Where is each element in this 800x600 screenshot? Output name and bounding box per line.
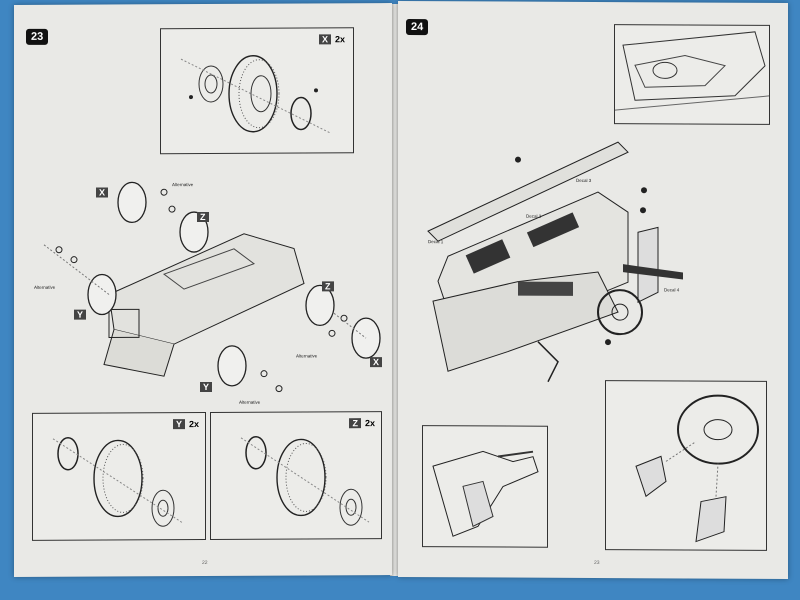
steering-wheel-detail-box xyxy=(605,380,767,551)
wheel-position-marker: Y xyxy=(74,309,90,320)
wheel-position-marker: X xyxy=(370,357,386,368)
decal-label: Decal 1 xyxy=(428,239,444,245)
alternative-label: Alternative xyxy=(296,353,318,359)
step-number: 24 xyxy=(406,19,429,36)
wheel-position-marker: Z xyxy=(322,281,338,292)
alternative-label: Alternative xyxy=(34,284,56,290)
wheel-assembly-drawing xyxy=(180,55,332,134)
page-number: 23 xyxy=(594,560,600,567)
steering-wheel-drawing xyxy=(635,394,759,543)
step-number: 23 xyxy=(26,28,49,45)
cab-seat-drawing xyxy=(432,450,539,537)
cab-interior-drawing xyxy=(615,31,769,111)
cab-interior-reference-box xyxy=(614,24,770,125)
decal-label: Decal 3 xyxy=(576,177,592,183)
instruction-page-right: 24 Decal 1 Decal 2 Decal 3 Decal 4 xyxy=(398,0,788,580)
wheel-assembly-drawing xyxy=(52,436,184,527)
wheel-position-marker: Z xyxy=(197,211,213,223)
dashboard-assembly-drawing xyxy=(427,141,683,383)
page-number: 22 xyxy=(202,559,208,567)
wheel-assembly-drawing xyxy=(240,435,370,526)
decal-label: Decal 2 xyxy=(526,213,542,219)
seat-area-reference-box xyxy=(422,425,548,548)
chassis-assembly-drawing xyxy=(43,181,381,393)
alternative-label: Alternative xyxy=(172,182,194,188)
book-spine xyxy=(390,4,400,576)
decal-label: Decal 4 xyxy=(664,287,680,293)
wheel-position-marker: X xyxy=(96,187,112,198)
alternative-label: Alternative xyxy=(239,399,261,405)
wheel-position-marker: Y xyxy=(200,381,216,393)
